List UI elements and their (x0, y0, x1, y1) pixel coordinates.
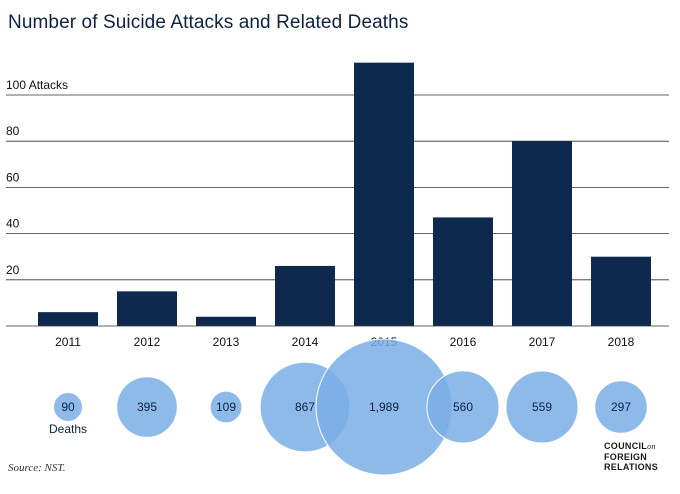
chart-title: Number of Suicide Attacks and Related De… (8, 12, 409, 33)
y-tick-label: 40 (6, 217, 20, 231)
y-tick-label: 60 (6, 170, 20, 184)
cfr-logo: COUNCILon FOREIGN RELATIONS (604, 441, 658, 472)
bubble-label-2015: 1,989 (369, 400, 399, 414)
logo-small: on (647, 442, 656, 451)
x-tick-label: 2014 (292, 335, 319, 349)
x-tick-label: 2017 (529, 335, 556, 349)
logo-line2: FOREIGN (604, 452, 648, 462)
bar-2012 (117, 291, 177, 326)
y-tick-label: 20 (6, 263, 20, 277)
x-tick-label: 2012 (134, 335, 161, 349)
bubble-label-2016: 560 (453, 400, 473, 414)
bubble-2011 (53, 392, 83, 422)
bar-2013 (196, 316, 256, 326)
bubble-2016 (426, 370, 500, 444)
bar-2011 (38, 312, 98, 326)
bubble-2012 (116, 376, 178, 438)
bar-2018 (591, 256, 651, 326)
bubble-2018 (594, 380, 648, 434)
bubble-2017 (505, 370, 579, 444)
logo-line3: RELATIONS (604, 462, 659, 472)
bubble-label-2011: 90 (61, 400, 75, 414)
source-note: Source: NST. (8, 462, 66, 474)
bubble-label-2018: 297 (611, 400, 631, 414)
bubble-2013 (209, 390, 243, 424)
bubble-label-2014: 867 (295, 400, 315, 414)
bubble-label-2017: 559 (532, 400, 552, 414)
x-tick-label: 2011 (55, 335, 81, 349)
bubble-label-2013: 109 (216, 400, 236, 414)
bar-2015 (354, 62, 414, 326)
bar-2016 (433, 217, 493, 326)
logo-line1: COUNCIL (604, 441, 648, 451)
bubble-label-2012: 395 (137, 400, 157, 414)
x-tick-label: 2018 (608, 335, 635, 349)
x-tick-label: 2016 (450, 335, 477, 349)
bar-2014 (275, 265, 335, 326)
y-tick-label: 80 (6, 124, 20, 138)
x-tick-label: 2013 (213, 335, 240, 349)
bubble-unit-label: Deaths (49, 422, 87, 436)
bar-2017 (512, 141, 572, 326)
y-tick-label: 100 Attacks (6, 78, 68, 92)
